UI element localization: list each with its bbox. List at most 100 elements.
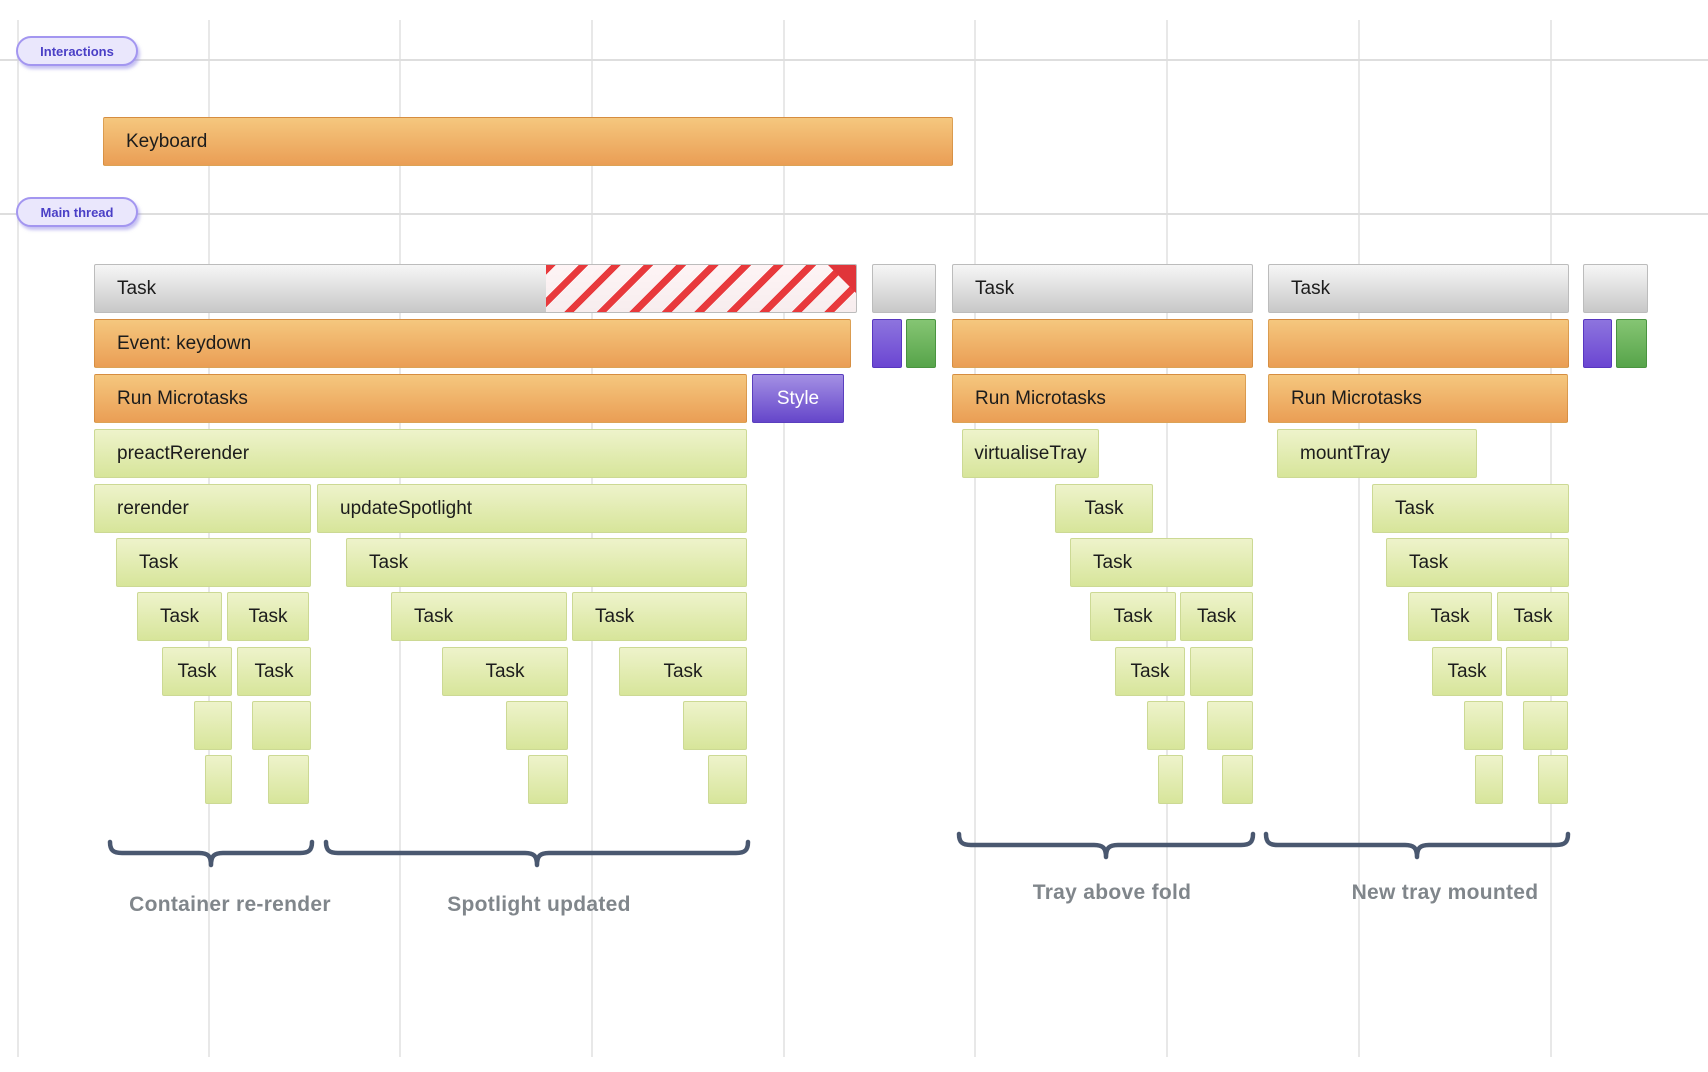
bar-label: Task xyxy=(595,605,635,627)
bar-unlabeled[interactable] xyxy=(906,319,936,368)
bar-run-microtasks[interactable]: Run Microtasks xyxy=(1268,374,1568,423)
bar-unlabeled[interactable] xyxy=(528,755,568,804)
bar-task[interactable]: Task xyxy=(442,647,568,696)
bar-label: Task xyxy=(369,551,409,573)
interaction-keyboard-bar[interactable]: Keyboard xyxy=(103,117,953,166)
bar-label: Task xyxy=(1513,605,1553,627)
main-thread-track-pill[interactable]: Main thread xyxy=(16,197,138,227)
bar-label: Task xyxy=(1430,605,1470,627)
section-label: Container re-render xyxy=(129,893,331,916)
bar-unlabeled[interactable] xyxy=(1268,319,1569,368)
annotation-brace xyxy=(107,839,315,868)
annotation-brace xyxy=(1263,831,1571,860)
bar-unlabeled[interactable] xyxy=(872,264,936,313)
section-label: Spotlight updated xyxy=(447,893,631,916)
bar-event-keydown[interactable]: Event: keydown xyxy=(94,319,851,368)
bar-preactrerender[interactable]: preactRerender xyxy=(94,429,747,478)
bar-task[interactable]: Task xyxy=(952,264,1253,313)
gridline-vertical xyxy=(783,20,785,1057)
bar-unlabeled[interactable] xyxy=(708,755,747,804)
bar-label: Run Microtasks xyxy=(975,387,1106,409)
bar-unlabeled[interactable] xyxy=(1475,755,1503,804)
bar-label: Task xyxy=(254,660,294,682)
bar-unlabeled[interactable] xyxy=(1538,755,1568,804)
bar-label: Task xyxy=(1093,551,1133,573)
bar-label: Task xyxy=(414,605,454,627)
bar-unlabeled[interactable] xyxy=(872,319,902,368)
bar-task[interactable]: Task xyxy=(1090,592,1176,641)
bar-label: Task xyxy=(663,660,703,682)
bar-unlabeled[interactable] xyxy=(952,319,1253,368)
bar-label: Task xyxy=(1196,605,1237,627)
bar-task[interactable]: Task xyxy=(1115,647,1185,696)
bar-label: Task xyxy=(1447,660,1487,682)
section-label: New tray mounted xyxy=(1351,881,1539,904)
bar-run-microtasks[interactable]: Run Microtasks xyxy=(94,374,747,423)
bar-task[interactable]: Task xyxy=(1180,592,1253,641)
bar-unlabeled[interactable] xyxy=(506,701,568,750)
gridline-vertical xyxy=(974,20,976,1057)
bar-unlabeled[interactable] xyxy=(1616,319,1647,368)
bar-unlabeled[interactable] xyxy=(1523,701,1568,750)
bar-task[interactable]: Task xyxy=(346,538,747,587)
bar-task[interactable]: Task xyxy=(619,647,747,696)
bar-task[interactable]: Task xyxy=(94,264,857,313)
bar-run-microtasks[interactable]: Run Microtasks xyxy=(952,374,1246,423)
bar-unlabeled[interactable] xyxy=(268,755,309,804)
bar-unlabeled[interactable] xyxy=(1222,755,1253,804)
bar-task[interactable]: Task xyxy=(391,592,567,641)
bar-style[interactable]: Style xyxy=(752,374,844,423)
bar-label: Task xyxy=(1291,277,1331,299)
bar-label: Run Microtasks xyxy=(117,387,248,409)
gridline-vertical xyxy=(17,20,19,1057)
bar-label: updateSpotlight xyxy=(340,497,473,519)
bar-task[interactable]: Task xyxy=(162,647,232,696)
bar-label: virtualiseTray xyxy=(974,442,1087,464)
bar-unlabeled[interactable] xyxy=(194,701,232,750)
bar-label: Event: keydown xyxy=(117,332,252,354)
bar-unlabeled[interactable] xyxy=(1158,755,1183,804)
bar-task[interactable]: Task xyxy=(1070,538,1253,587)
bar-unlabeled[interactable] xyxy=(1506,647,1568,696)
bar-task[interactable]: Task xyxy=(1432,647,1502,696)
bar-label: Task xyxy=(1084,497,1124,519)
bar-task[interactable]: Task xyxy=(227,592,309,641)
bar-unlabeled[interactable] xyxy=(683,701,747,750)
bar-unlabeled[interactable] xyxy=(205,755,232,804)
bar-unlabeled[interactable] xyxy=(1207,701,1253,750)
bar-unlabeled[interactable] xyxy=(1190,647,1253,696)
gridline-horizontal xyxy=(0,59,1708,61)
bar-rerender[interactable]: rerender xyxy=(94,484,311,533)
bar-task[interactable]: Task xyxy=(1497,592,1569,641)
long-task-corner-triangle-icon xyxy=(828,265,856,293)
bar-label: Task xyxy=(1395,497,1435,519)
bar-label: Task xyxy=(1130,660,1170,682)
bar-label: Run Microtasks xyxy=(1291,387,1422,409)
bar-label: Task xyxy=(975,277,1015,299)
bar-label: Task xyxy=(1113,605,1153,627)
interaction-keyboard-label: Keyboard xyxy=(126,130,208,152)
bar-unlabeled[interactable] xyxy=(1147,701,1185,750)
bar-mounttray[interactable]: mountTray xyxy=(1277,429,1477,478)
bar-task[interactable]: Task xyxy=(572,592,747,641)
bar-task[interactable]: Task xyxy=(237,647,311,696)
bar-task[interactable]: Task xyxy=(1268,264,1569,313)
bar-unlabeled[interactable] xyxy=(1464,701,1503,750)
bar-task[interactable]: Task xyxy=(1055,484,1153,533)
annotation-brace xyxy=(323,839,751,868)
bar-task[interactable]: Task xyxy=(1372,484,1569,533)
bar-task[interactable]: Task xyxy=(1408,592,1492,641)
bar-label: mountTray xyxy=(1300,442,1391,464)
gridline-horizontal xyxy=(0,213,1708,215)
bar-task[interactable]: Task xyxy=(116,538,311,587)
bar-unlabeled[interactable] xyxy=(1583,319,1612,368)
bar-task[interactable]: Task xyxy=(137,592,222,641)
bar-unlabeled[interactable] xyxy=(1583,264,1648,313)
bar-unlabeled[interactable] xyxy=(252,701,311,750)
bar-task[interactable]: Task xyxy=(1386,538,1569,587)
bar-updatespotlight[interactable]: updateSpotlight xyxy=(317,484,747,533)
bar-label: preactRerender xyxy=(117,442,250,464)
bar-virtualisetray[interactable]: virtualiseTray xyxy=(962,429,1099,478)
interactions-track-pill[interactable]: Interactions xyxy=(16,36,138,66)
bar-label: Task xyxy=(177,660,217,682)
